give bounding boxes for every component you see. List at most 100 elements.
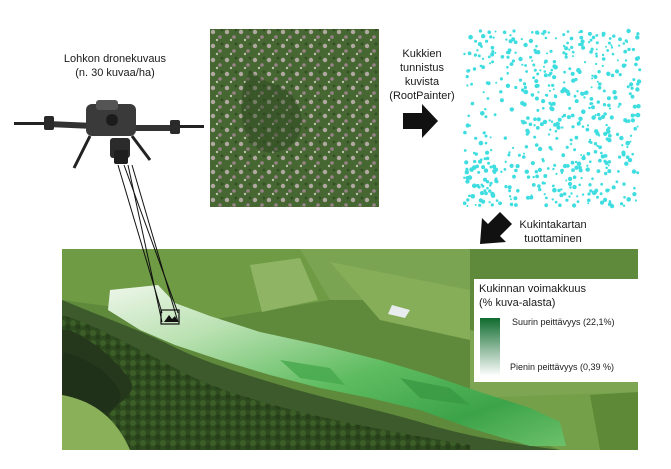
- flower-dot: [588, 183, 592, 187]
- flower-dot: [549, 71, 553, 76]
- flower-dot: [481, 165, 486, 170]
- flower-dot: [535, 44, 538, 48]
- flower-dot: [537, 167, 543, 172]
- flower-dot: [539, 69, 542, 72]
- flower-dot: [629, 134, 633, 137]
- flower-dot: [543, 70, 547, 73]
- flower-dot: [489, 181, 493, 185]
- flower-dot: [506, 72, 510, 75]
- flower-dot: [484, 108, 487, 111]
- mapping-caption-line2: tuottaminen: [524, 233, 582, 245]
- flower-dot: [464, 160, 469, 165]
- flower-dot: [483, 168, 489, 173]
- flower-dot: [550, 120, 554, 123]
- flower-dot: [481, 184, 485, 188]
- flower-dot: [596, 80, 599, 83]
- flower-dot: [554, 37, 558, 40]
- flower-dot: [591, 115, 596, 120]
- flower-dot: [598, 82, 602, 86]
- bloom-intensity-strip: [108, 285, 566, 446]
- flower-dot: [491, 60, 495, 64]
- flower-dot: [536, 72, 540, 76]
- flower-dot: [574, 135, 579, 140]
- flower-dot: [485, 180, 490, 184]
- flower-dot: [533, 135, 537, 139]
- flower-dot: [508, 151, 511, 154]
- flower-dot: [522, 155, 526, 159]
- flower-dot: [525, 70, 528, 73]
- flower-dot: [516, 189, 520, 193]
- flower-dot: [507, 153, 511, 157]
- flower-dot: [623, 63, 627, 67]
- flower-dot: [494, 30, 497, 33]
- flower-dot: [477, 170, 481, 174]
- flower-dot: [607, 41, 611, 45]
- flower-dot: [607, 169, 612, 174]
- flower-dot: [485, 39, 489, 43]
- flower-dot: [602, 103, 607, 107]
- flower-dot: [608, 200, 612, 203]
- flower-dot: [581, 193, 585, 196]
- flower-dot: [566, 41, 569, 45]
- flower-dot: [596, 169, 601, 174]
- flower-dot: [487, 30, 492, 34]
- flower-dot: [595, 54, 598, 58]
- flower-dot: [520, 38, 523, 41]
- flower-dot: [618, 102, 622, 106]
- flower-dot: [548, 101, 552, 105]
- flower-dot: [603, 112, 607, 116]
- flower-dot: [518, 56, 523, 62]
- flower-dot: [488, 201, 491, 204]
- legend-min-label: Pienin peittävyys (0,39 %): [510, 362, 615, 372]
- flower-dot: [603, 154, 608, 158]
- flower-dot: [489, 35, 493, 39]
- flower-dot: [530, 93, 535, 97]
- flower-dot: [513, 40, 518, 45]
- flower-dot: [463, 52, 466, 56]
- flower-dot: [464, 170, 469, 175]
- flower-dot: [479, 64, 483, 68]
- flower-dot: [532, 63, 536, 67]
- flower-dot: [623, 49, 628, 54]
- flower-dot: [579, 29, 583, 34]
- flower-dot: [591, 105, 595, 110]
- flower-dot: [499, 98, 504, 103]
- flower-dot: [544, 203, 549, 208]
- flower-dot: [611, 52, 615, 56]
- flower-dot: [619, 202, 624, 206]
- flower-dot: [603, 159, 607, 163]
- flower-dot: [578, 165, 582, 170]
- flower-dot: [596, 112, 601, 117]
- flower-dot: [533, 117, 537, 121]
- flower-dot: [606, 129, 611, 134]
- flower-dot: [492, 170, 497, 174]
- flower-dot: [525, 128, 530, 133]
- flower-dot: [614, 69, 620, 74]
- flower-dot: [573, 94, 577, 98]
- legend-title-line2: (% kuva-alasta): [479, 297, 556, 309]
- flower-dot: [586, 151, 591, 156]
- flower-dot: [552, 187, 557, 193]
- flower-dot: [532, 175, 535, 179]
- flower-dot: [636, 32, 640, 36]
- flower-dot: [621, 152, 626, 157]
- flower-dot: [528, 122, 533, 127]
- flower-dot: [578, 116, 583, 122]
- flower-dot: [630, 94, 635, 99]
- flower-dot: [636, 79, 642, 84]
- drone-caption: Lohkon dronekuvaus (n. 30 kuvaa/ha): [40, 52, 190, 80]
- flower-dot: [506, 55, 510, 59]
- flower-dot: [470, 101, 475, 106]
- flower-dot: [466, 198, 470, 202]
- flower-dot: [593, 74, 598, 79]
- flower-dot: [578, 168, 583, 173]
- flower-dot: [574, 160, 578, 164]
- flower-dot: [631, 169, 637, 174]
- flower-dot: [597, 134, 601, 137]
- flower-dot: [477, 185, 481, 189]
- flower-dot: [595, 41, 599, 45]
- flower-dot: [556, 125, 561, 130]
- flower-dot: [468, 124, 472, 127]
- flower-dot: [483, 157, 487, 161]
- flower-dot: [630, 118, 636, 123]
